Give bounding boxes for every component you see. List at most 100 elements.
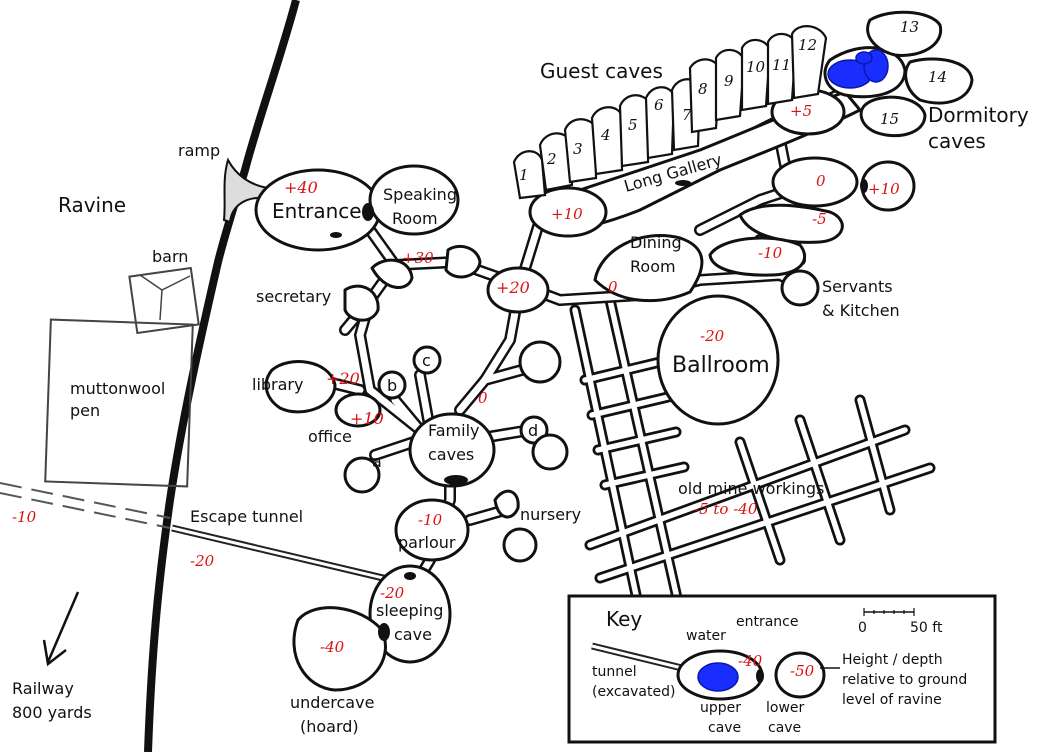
sleeping-cave-label-line1: sleeping [376, 601, 443, 620]
scale-start-label: 0 [858, 620, 867, 636]
guest-number: 10 [746, 58, 766, 76]
guest-number: 9 [724, 72, 734, 90]
ramp [222, 157, 269, 224]
railway-track [0, 482, 171, 529]
nursery-label: nursery [520, 505, 581, 524]
office-cave [334, 392, 382, 428]
ramp-label: ramp [178, 141, 220, 160]
height-secretary-junction: +20 [326, 369, 360, 388]
map-key: Key 0 50 ft water entrance -40 -50 tunne… [567, 594, 997, 744]
guest-number: 2 [546, 150, 557, 168]
dining-room-label-line1: Dining [630, 233, 682, 252]
family-north-cave [518, 340, 562, 384]
height-ballroom: -20 [700, 327, 725, 345]
dormitory-14 [904, 57, 974, 105]
guest-number: 4 [600, 126, 611, 144]
barn-label: barn [152, 247, 188, 266]
ravine-edge [144, 0, 300, 752]
ballroom [656, 294, 780, 426]
key-tunnel-label-line1: tunnel [592, 664, 637, 680]
railway-arrow [42, 591, 80, 667]
pen-label-line1: muttonwool [70, 379, 165, 398]
key-entrance-label: entrance [736, 614, 799, 630]
guest-caves [512, 25, 828, 200]
key-height-label-line3: level of ravine [842, 692, 942, 708]
key-tunnel-label-line2: (excavated) [592, 684, 675, 700]
key-water-label: water [686, 628, 726, 644]
small-cave-b [377, 370, 407, 400]
key-height-label-line2: relative to ground [842, 672, 967, 688]
railway-label-line1: Railway [12, 679, 74, 698]
muttonwool-pen [44, 318, 194, 488]
servants-label-line1: Servants [822, 277, 893, 296]
nursery-cave [502, 527, 538, 563]
small-cave-c [412, 345, 442, 375]
railway-label-line2: 800 yards [12, 703, 92, 722]
guest-number: 7 [682, 106, 692, 124]
barn [128, 266, 200, 335]
key-lower-label-line2: cave [768, 720, 801, 736]
scale-bar [863, 608, 915, 616]
pen-label-line2: pen [70, 401, 100, 420]
west-dining-cave [444, 245, 482, 279]
guest-number: 5 [628, 116, 638, 134]
sleeping-cave-label-line2: cave [394, 625, 432, 644]
dormitory-number: 14 [928, 68, 947, 86]
small-cave-a-label: a [372, 452, 382, 471]
guest-number: 11 [772, 56, 791, 74]
small-cave-d-label: d [528, 421, 538, 440]
dormitory-label-line1: Dormitory [928, 103, 1029, 127]
office-label: office [308, 427, 352, 446]
height-east-lower: -10 [758, 244, 783, 262]
key-sample-lower: -50 [790, 662, 815, 680]
speaking-room [368, 164, 460, 236]
dormitory-numbers: 13 14 15 [880, 18, 947, 128]
guest-number: 8 [698, 80, 708, 98]
ravine-label: Ravine [58, 193, 126, 217]
dormitory-13 [866, 10, 943, 57]
water-pool [827, 49, 889, 89]
library-label: library [252, 375, 303, 394]
secretary-label: secretary [256, 287, 331, 306]
secretary-cave [343, 284, 380, 322]
family-caves-label-line2: caves [428, 445, 474, 464]
key-lower-label-line1: lower [766, 700, 805, 716]
servants-kitchen [780, 269, 820, 307]
small-cave-a [343, 456, 381, 494]
height-labels: +40 +30 +10 +5 +20 0 0 +10 -5 -10 -20 +2… [12, 102, 900, 656]
parlour [394, 498, 470, 562]
guest-caves-label: Guest caves [540, 59, 663, 83]
dining-room-label-line2: Room [630, 257, 676, 276]
height-gallery-east: +5 [790, 102, 812, 120]
dining-room [593, 234, 704, 303]
key-upper-label-line2: cave [708, 720, 741, 736]
undercave [292, 606, 387, 692]
height-east-upper-side: +10 [868, 180, 900, 198]
guest-number: 6 [654, 96, 664, 114]
scale-end-label: 50 ft [910, 620, 943, 636]
key-sample-upper: -40 [738, 652, 763, 670]
dormitory-label-line2: caves [928, 129, 986, 153]
undercave-label-line1: undercave [290, 693, 374, 712]
entrance-label: Entrance [272, 199, 362, 223]
caves [254, 10, 974, 692]
dormitory-15 [859, 95, 927, 138]
central-junction [486, 266, 550, 314]
entrance-markers [330, 179, 868, 641]
escape-tunnel [171, 524, 401, 586]
speaking-room-label-line2: Room [392, 209, 438, 228]
height-undercave: -40 [320, 638, 345, 656]
height-railway: -10 [12, 508, 37, 526]
library-cave [264, 360, 337, 414]
height-gallery-west: +10 [551, 205, 583, 223]
family-side-cave [531, 433, 569, 471]
dormitory-number: 13 [900, 18, 919, 36]
key-height-label-line1: Height / depth [842, 652, 943, 668]
east-upper-cave [771, 156, 859, 208]
gallery-west-cave [528, 186, 608, 238]
family-caves [408, 412, 496, 488]
guest-number: 1 [519, 166, 529, 184]
key-title: Key [606, 607, 642, 631]
height-central: +20 [496, 278, 530, 297]
